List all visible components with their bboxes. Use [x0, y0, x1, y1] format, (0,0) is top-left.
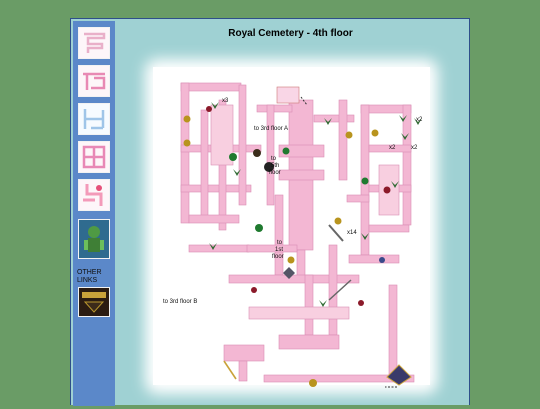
other-links-label: OTHER LINKS	[77, 269, 117, 285]
stairs-to-1st-line-2[interactable]: 1st	[275, 247, 283, 253]
stairs-to-1st-line-3[interactable]: floor	[272, 254, 284, 260]
guardian-portrait	[386, 364, 412, 386]
boss-portrait	[276, 86, 300, 104]
floor-map-thumb-5[interactable]	[78, 179, 110, 211]
plant-monsters	[209, 102, 422, 307]
stairs-to-5th-line-1[interactable]: to	[271, 156, 277, 162]
count-x2-a: x2	[416, 117, 423, 123]
staff-icon	[223, 360, 237, 380]
spear-icon	[328, 279, 352, 301]
count-x3: x3	[222, 98, 229, 104]
floor-map-thumb-2[interactable]	[78, 65, 110, 97]
stairs-to-5th-line-2[interactable]: 5th	[271, 163, 279, 169]
stairs-to-5th-line-3[interactable]: floor	[269, 170, 281, 176]
other-links-label-line-2: LINKS	[77, 277, 98, 284]
map-markers	[183, 106, 391, 387]
page-frame: OTHER LINKS Royal Cemetery - 4th floor	[70, 18, 470, 406]
floor-map-thumb-1[interactable]	[78, 27, 110, 59]
sword-icon	[328, 224, 344, 242]
page-title: Royal Cemetery - 4th floor	[228, 28, 353, 39]
floor-map-thumb-3[interactable]	[78, 103, 110, 135]
monster-thumb[interactable]	[78, 219, 110, 259]
other-links-label-line-1: OTHER	[77, 269, 102, 276]
floor-map-thumb-4[interactable]	[78, 141, 110, 173]
stairs-to-1st-line-1[interactable]: to	[277, 240, 283, 246]
stair-arrow-icon	[300, 96, 308, 106]
floor-map: x3 x2 x2 x2 x14 to 3rd floor A to 5th fl…	[129, 45, 454, 404]
stairs-to-3rd-floor-a[interactable]: to 3rd floor A	[254, 126, 288, 132]
external-link-banner[interactable]	[78, 287, 110, 317]
sidebar: OTHER LINKS	[73, 21, 115, 406]
count-x14: x14	[347, 230, 357, 236]
count-x2-b: x2	[389, 145, 396, 151]
corridors	[180, 82, 415, 383]
stairs-to-3rd-floor-b[interactable]: to 3rd floor B	[163, 299, 197, 305]
count-x2-c: x2	[411, 145, 418, 151]
